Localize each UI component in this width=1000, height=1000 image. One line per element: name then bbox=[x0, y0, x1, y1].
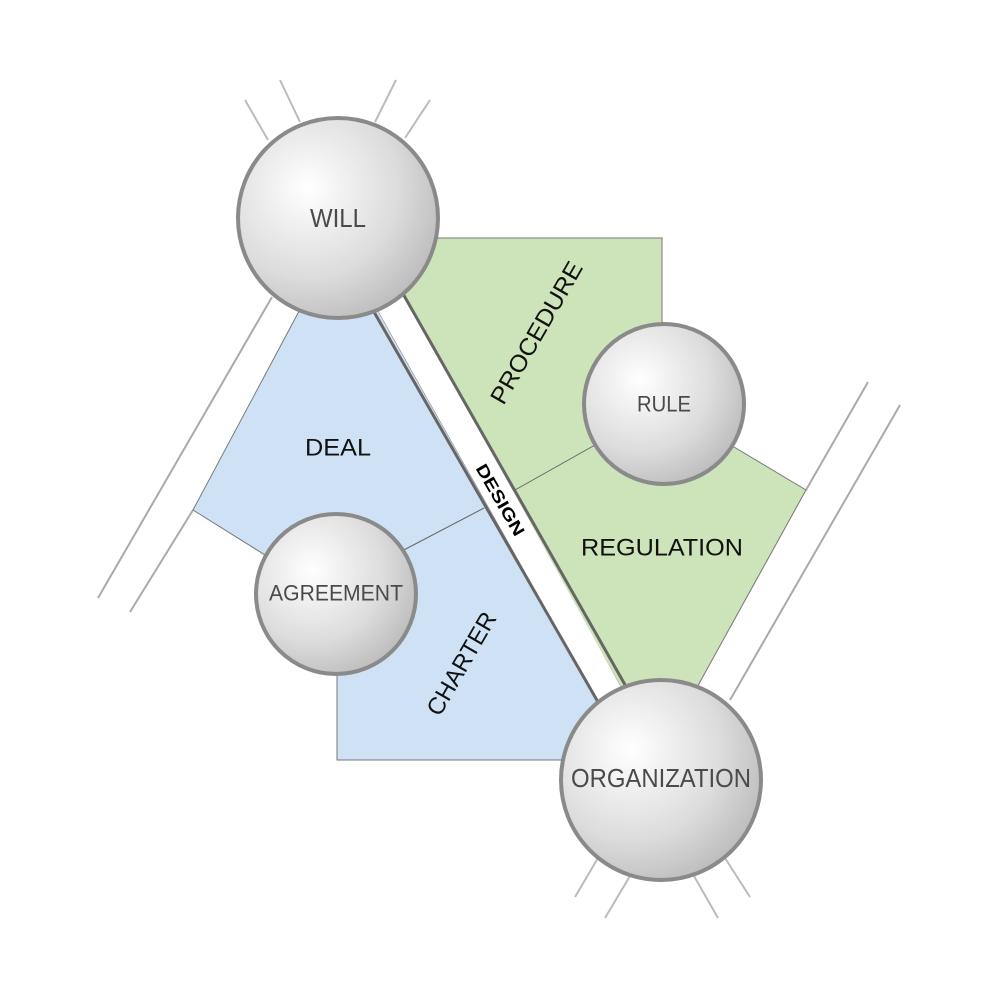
organization-label: ORGANIZATION bbox=[571, 763, 751, 793]
node-rule: RULE bbox=[582, 322, 746, 486]
deal-label: DEAL bbox=[305, 435, 371, 462]
node-will: WILL bbox=[236, 116, 440, 320]
will-label: WILL bbox=[310, 203, 366, 233]
rule-label: RULE bbox=[637, 392, 691, 417]
design-strip bbox=[368, 291, 630, 705]
agreement-label: AGREEMENT bbox=[269, 581, 403, 606]
agreement-divider bbox=[399, 507, 485, 553]
node-organization: ORGANIZATION bbox=[559, 678, 763, 882]
regulation-label: REGULATION bbox=[581, 535, 743, 562]
node-agreement: AGREEMENT bbox=[254, 512, 418, 676]
rule-divider bbox=[514, 444, 596, 491]
